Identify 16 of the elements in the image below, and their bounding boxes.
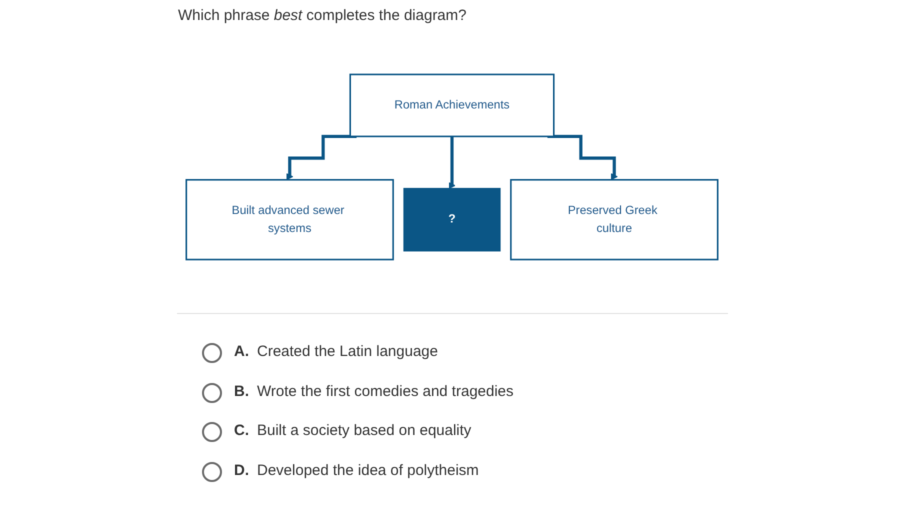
option-letter: A. xyxy=(234,342,249,362)
process-box: Built advanced sewer systems xyxy=(186,179,394,260)
answer-option-text: Wrote the first comedies and tragedies xyxy=(257,382,514,402)
process-box: ? xyxy=(403,188,501,252)
answer-option-text: Built a society based on equality xyxy=(257,421,472,442)
arrow xyxy=(448,134,456,190)
answer-option-text: Created the Latin language xyxy=(257,342,438,362)
process-box: Roman Achievements xyxy=(349,74,555,138)
option-letter: B. xyxy=(234,382,249,402)
process-box: Preserved Greek culture xyxy=(510,179,718,260)
option-letter: D. xyxy=(234,461,249,482)
arrow xyxy=(547,134,618,180)
answer-option-text: Developed the idea of polytheism xyxy=(257,461,479,482)
option-letter: C. xyxy=(234,421,249,442)
arrow xyxy=(286,134,357,180)
question-text: Which phrase best completes the diagram? xyxy=(178,6,466,26)
